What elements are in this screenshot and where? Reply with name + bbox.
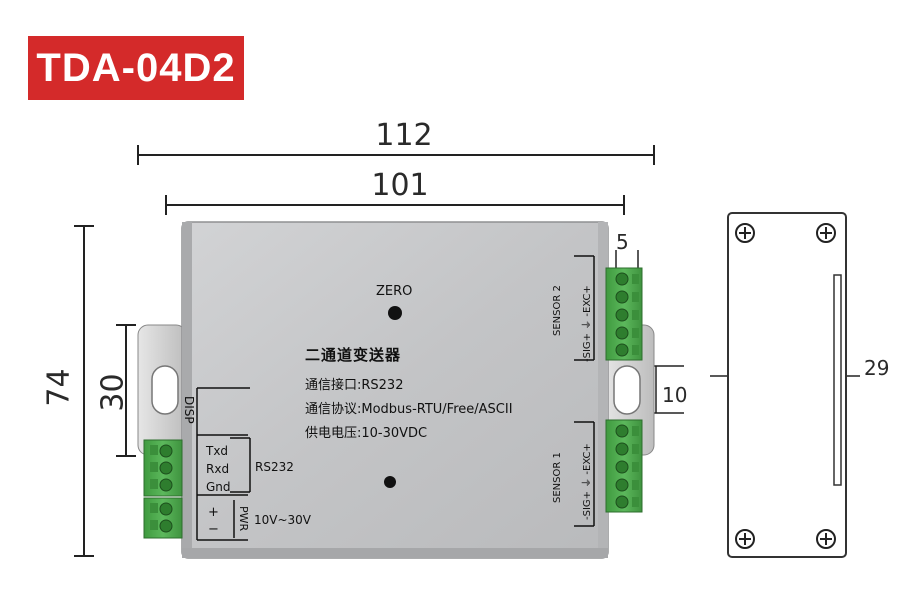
sensor1-pin-label: -SIG+ ⏚ -EXC+	[582, 443, 593, 520]
zero-button	[388, 306, 402, 320]
sensor1-terminal-block	[605, 419, 643, 513]
spec-protocol: 通信协议:Modbus-RTU/Free/ASCII	[305, 402, 513, 417]
status-led	[384, 476, 396, 488]
spec-interface: 通信接口:RS232	[305, 378, 404, 393]
left-mounting-flange	[137, 324, 187, 456]
dimension-line-101	[165, 195, 625, 215]
power-plus-label: +	[208, 505, 219, 520]
model-title-badge: TDA-04D2	[28, 36, 244, 100]
dimension-line-112	[137, 145, 655, 165]
dimension-29-label: 29	[864, 356, 890, 380]
sensor1-label: SENSOR 1	[552, 452, 563, 503]
sensor2-pin-label: -SIG+ ⏚ -EXC+	[582, 285, 593, 362]
sensor-label-lines	[574, 255, 595, 527]
sensor2-terminal-block	[605, 267, 643, 361]
product-name: 二通道变送器	[305, 346, 402, 364]
rs232-terminal-block	[143, 439, 183, 497]
screw-top-left	[735, 223, 755, 243]
dimension-line-74	[74, 225, 94, 557]
pwr-label: PWR	[237, 506, 250, 532]
screw-top-right	[816, 223, 836, 243]
screw-bottom-left	[735, 529, 755, 549]
dimension-101-label: 101	[371, 168, 429, 203]
power-terminal-block	[143, 497, 183, 539]
dimension-line-5	[615, 250, 639, 268]
txd-label: Txd	[206, 444, 229, 458]
dimension-30-label: 30	[95, 373, 131, 412]
dimension-112-label: 112	[375, 118, 433, 153]
power-minus-label: −	[208, 522, 219, 537]
spec-power: 供电电压:10-30VDC	[305, 426, 428, 441]
device-body	[181, 221, 609, 559]
dimension-74-label: 74	[41, 368, 77, 407]
dimension-5-label: 5	[616, 230, 629, 254]
gnd-label: Gnd	[206, 480, 231, 494]
sensor2-label: SENSOR 2	[552, 285, 563, 336]
screw-bottom-right	[816, 529, 836, 549]
side-view	[727, 212, 847, 558]
rxd-label: Rxd	[206, 462, 230, 476]
disp-label: DISP	[182, 396, 196, 424]
left-interface-lines	[196, 387, 251, 541]
voltage-label: 10V~30V	[254, 513, 312, 527]
rs232-label: RS232	[255, 460, 294, 474]
zero-label: ZERO	[376, 284, 413, 299]
dimension-line-30	[116, 324, 136, 457]
dimension-10-label: 10	[662, 383, 688, 407]
